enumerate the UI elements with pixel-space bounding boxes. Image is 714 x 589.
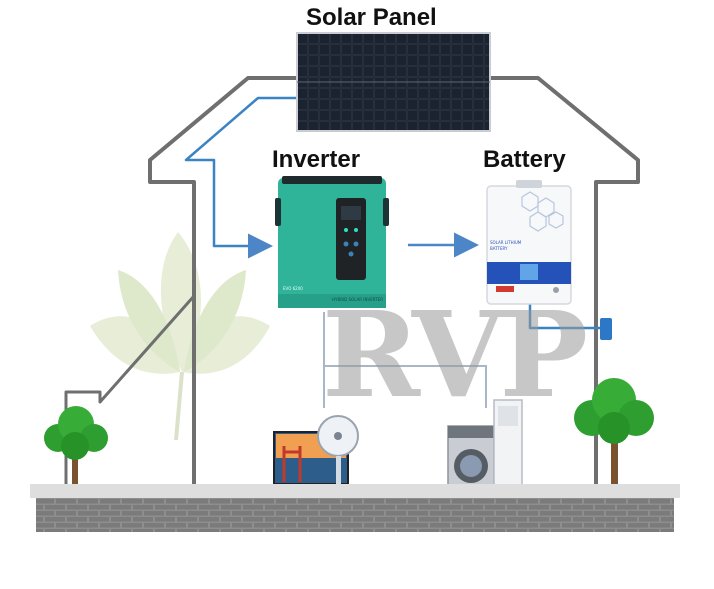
inverter-device	[275, 176, 389, 308]
leaf-watermark-icon	[90, 232, 270, 441]
distribution-lines	[323, 312, 487, 408]
battery-device	[486, 180, 572, 305]
tree-icon	[574, 378, 654, 490]
rvp-watermark: RVP	[322, 285, 588, 424]
solar-panel	[296, 32, 491, 132]
panel-to-inverter-wire	[184, 96, 298, 259]
battery-label: Battery	[483, 146, 566, 173]
fan-icon	[317, 415, 359, 494]
battery-title-line2: BATTERY	[490, 246, 508, 251]
wiring	[184, 96, 604, 330]
ground	[30, 484, 680, 532]
breaker-box	[600, 318, 612, 340]
tree-icon	[44, 406, 108, 490]
inverter-brand-text: EVO 6200	[283, 286, 303, 291]
inverter-label: Inverter	[272, 146, 361, 173]
inverter-subtitle-text: HYBRID SOLAR INVERTER	[332, 297, 383, 302]
battery-title-line1: SOLAR LITHIUM	[490, 240, 522, 245]
solar-panel-label: Solar Panel	[306, 4, 437, 31]
battery-to-breaker-wire	[528, 304, 604, 330]
